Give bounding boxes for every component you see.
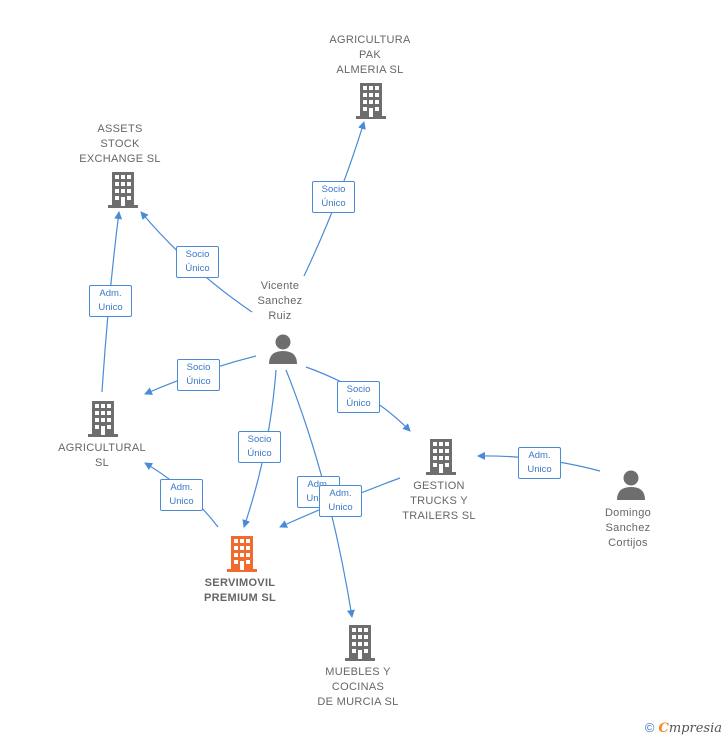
building-icon [356, 83, 386, 119]
company-node-agricultural[interactable]: AGRICULTURAL SL [42, 441, 162, 471]
building-icon [426, 439, 456, 475]
company-label: ASSETS STOCK EXCHANGE SL [79, 123, 161, 165]
company-label: GESTION TRUCKS Y TRAILERS SL [402, 480, 476, 522]
company-node-gestion[interactable]: GESTION TRUCKS Y TRAILERS SL [379, 479, 499, 524]
person-node-domingo[interactable]: Domingo Sanchez Cortijos [578, 506, 678, 551]
building-icon [345, 625, 375, 661]
person-label: Vicente Sanchez Ruiz [257, 280, 303, 322]
company-node-muebles[interactable]: MUEBLES Y COCINAS DE MURCIA SL [298, 665, 418, 710]
relation-label: Socio Único [176, 246, 219, 278]
person-node-vicente[interactable]: Vicente Sanchez Ruiz [230, 279, 330, 324]
brand-logo: Cmpresia [658, 721, 723, 736]
company-node-servimovil[interactable]: SERVIMOVIL PREMIUM SL [180, 576, 300, 606]
relation-label: Socio Único [177, 359, 220, 391]
relation-label: Adm. Unico [160, 479, 203, 511]
company-node-assets-stock[interactable]: ASSETS STOCK EXCHANGE SL [60, 122, 180, 167]
company-label: MUEBLES Y COCINAS DE MURCIA SL [317, 666, 399, 708]
brand-footer: ©Cmpresia [645, 720, 722, 736]
relation-label: Socio Único [337, 381, 380, 413]
relation-label: Adm. Unico [89, 285, 132, 317]
relation-label: Adm. Unico [319, 485, 362, 517]
relation-label: Adm. Unico [518, 447, 561, 479]
building-icon [88, 401, 118, 437]
building-icon [227, 536, 257, 572]
company-label: AGRICULTURA PAK ALMERIA SL [329, 34, 411, 76]
person-label: Domingo Sanchez Cortijos [604, 507, 652, 549]
company-node-agricultura-pak[interactable]: AGRICULTURA PAK ALMERIA SL [310, 33, 430, 78]
person-icon [269, 334, 297, 364]
company-label: AGRICULTURAL SL [58, 442, 146, 469]
person-icon [617, 470, 645, 500]
copyright-icon: © [644, 720, 655, 735]
company-label: SERVIMOVIL PREMIUM SL [203, 577, 277, 604]
building-icon [108, 172, 138, 208]
relation-label: Socio Único [312, 181, 355, 213]
relation-label: Socio Único [238, 431, 281, 463]
